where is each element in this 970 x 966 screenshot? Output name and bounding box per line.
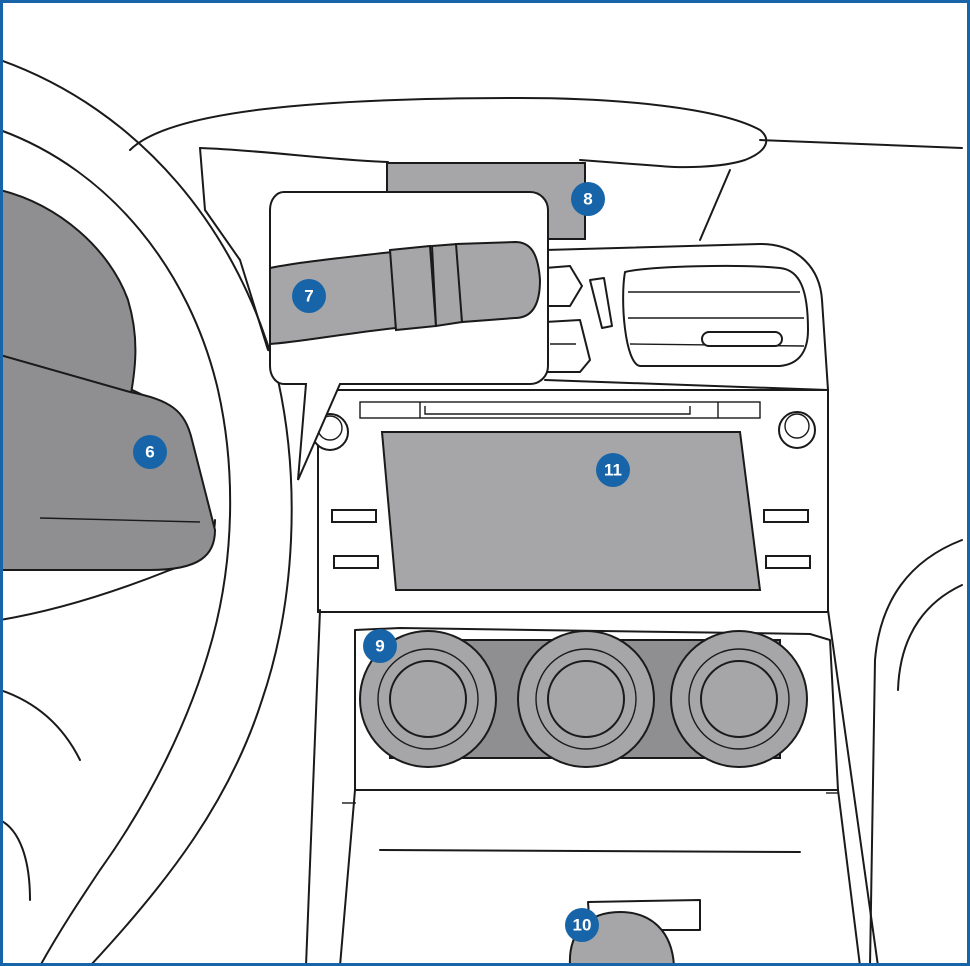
stalk-ring-1 (388, 244, 438, 332)
small-switch (544, 319, 591, 373)
steering-control-pad (0, 353, 217, 571)
console-right-side (827, 609, 879, 966)
touch-screen (380, 431, 762, 591)
steering-wheel-inner (0, 129, 232, 966)
callout-11: 11 (596, 453, 630, 487)
door-panel-curve-2 (897, 584, 963, 691)
steering-wheel-outer (0, 59, 293, 966)
right-knob-cap (784, 413, 810, 439)
control-pad-divider (39, 517, 201, 523)
right-button-bottom (765, 555, 811, 569)
climate-dial-left-center (389, 660, 467, 738)
wiper-stalk (269, 250, 398, 346)
climate-dial-left-ring (377, 648, 479, 750)
door-panel-curve (869, 539, 963, 966)
climate-dial-center-center (547, 660, 625, 738)
right-knob (778, 411, 816, 449)
callout-10: 10 (565, 908, 599, 942)
console-left-side (305, 609, 321, 966)
vent-housing (544, 243, 829, 391)
steering-lower-curve (0, 689, 81, 761)
left-button-bottom (333, 555, 379, 569)
left-button-top (331, 509, 377, 523)
console-mid-line (379, 849, 801, 853)
callout-7: 7 (292, 279, 326, 313)
callout-10-label: 10 (573, 916, 592, 935)
callout-8: 8 (571, 182, 605, 216)
dash-top-outline (129, 97, 768, 169)
dash-upper-edge (759, 139, 963, 149)
callout-6: 6 (133, 435, 167, 469)
callout-8-label: 8 (583, 190, 592, 209)
callout-9-label: 9 (375, 637, 384, 656)
right-button-top (763, 509, 809, 523)
dash-right-slope (699, 169, 731, 241)
center-console-line-right (837, 789, 861, 966)
air-vent-outline (622, 264, 809, 367)
hazard-button (544, 265, 583, 307)
climate-dial-center-ring (535, 648, 637, 750)
vent-knob (701, 331, 783, 347)
vent-housing-lower (544, 379, 829, 391)
vent-side-flap (589, 277, 613, 329)
steering-lower-curve-2 (0, 819, 31, 901)
dash-left-pillar (199, 147, 269, 351)
climate-dial-right-ring (688, 648, 790, 750)
instrument-cluster (0, 188, 137, 402)
climate-dial-right-center (700, 660, 778, 738)
center-console-line (339, 789, 356, 966)
stalk-tip (454, 240, 542, 324)
callout-7-label: 7 (304, 287, 313, 306)
cd-slot (424, 406, 691, 415)
callout-6-label: 6 (145, 443, 154, 462)
dash-shelf (199, 147, 389, 163)
cd-slot-bar (359, 401, 761, 419)
callout-11-label: 11 (604, 461, 622, 480)
callout-9: 9 (363, 629, 397, 663)
